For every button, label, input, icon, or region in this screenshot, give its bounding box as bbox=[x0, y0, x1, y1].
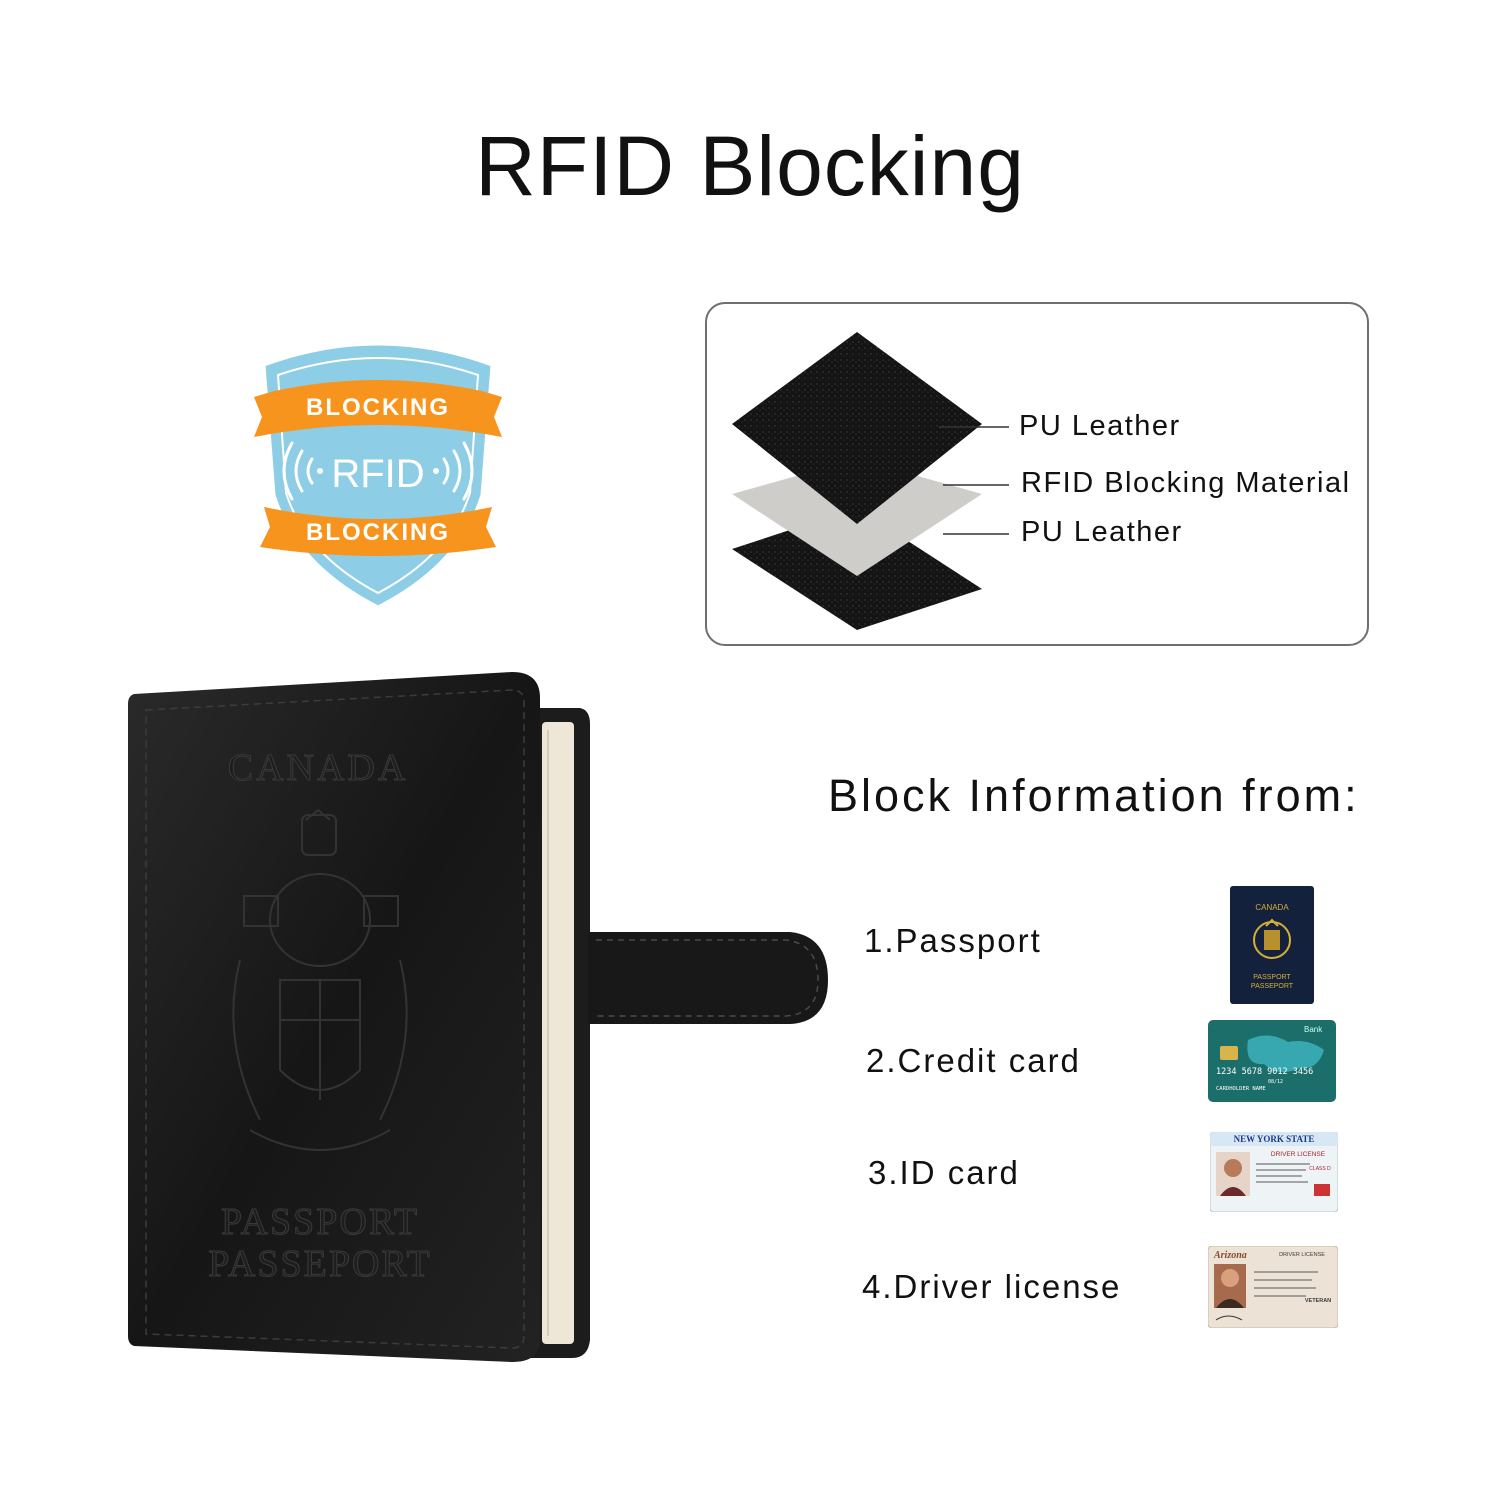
svg-text:DRIVER LICENSE: DRIVER LICENSE bbox=[1279, 1252, 1325, 1258]
wallet-line2-text: PASSEPORT bbox=[208, 1243, 431, 1285]
svg-text:VETERAN: VETERAN bbox=[1305, 1298, 1331, 1304]
svg-text:Bank: Bank bbox=[1304, 1025, 1323, 1034]
id-card-icon: NEW YORK STATE DRIVER LICENSE CLASS D bbox=[1210, 1132, 1338, 1212]
top-leather-layer bbox=[732, 332, 982, 524]
item-passport-label: 1.Passport bbox=[864, 922, 1042, 959]
svg-text:1234 5678 9012 3456: 1234 5678 9012 3456 bbox=[1216, 1067, 1313, 1077]
svg-text:PASSEPORT: PASSEPORT bbox=[1251, 983, 1294, 990]
layer-label-bottom: PU Leather bbox=[1021, 516, 1183, 548]
svg-text:PASSPORT: PASSPORT bbox=[1253, 974, 1291, 981]
svg-text:DRIVER LICENSE: DRIVER LICENSE bbox=[1271, 1151, 1326, 1158]
rfid-blocking-badge: BLOCKING RFID BLOCKING bbox=[254, 342, 502, 609]
item-driver-license-label: 4.Driver license bbox=[862, 1268, 1122, 1305]
svg-text:08/12: 08/12 bbox=[1268, 1079, 1283, 1085]
driver-license-icon: Arizona DRIVER LICENSE VETERAN bbox=[1208, 1246, 1338, 1328]
layer-label-top: PU Leather bbox=[1019, 410, 1181, 442]
svg-text:CANADA: CANADA bbox=[1255, 903, 1289, 912]
svg-text:NEW YORK STATE: NEW YORK STATE bbox=[1234, 1134, 1315, 1144]
svg-text:CLASS D: CLASS D bbox=[1309, 1166, 1331, 1172]
wallet-line1-text: PASSPORT bbox=[221, 1201, 419, 1243]
item-id-card-label: 3.ID card bbox=[868, 1154, 1020, 1191]
badge-center-text: RFID bbox=[331, 452, 424, 496]
page-title: RFID Blocking bbox=[475, 119, 1025, 213]
layer-label-middle: RFID Blocking Material bbox=[1021, 467, 1351, 499]
item-credit-card-label: 2.Credit card bbox=[866, 1042, 1081, 1079]
badge-top-text: BLOCKING bbox=[306, 394, 450, 421]
passport-wallet: CANADA PASSPORT PASSEPORT bbox=[128, 672, 828, 1362]
material-layers-diagram bbox=[732, 332, 1009, 630]
coat-of-arms-emblem bbox=[232, 808, 408, 1151]
wallet-country-text: CANADA bbox=[228, 747, 409, 789]
badge-bottom-text: BLOCKING bbox=[306, 519, 450, 546]
block-info-heading: Block Information from: bbox=[828, 770, 1360, 821]
svg-text:Arizona: Arizona bbox=[1213, 1250, 1247, 1261]
signal-waves-icon bbox=[282, 441, 474, 501]
passport-icon: CANADA PASSPORT PASSEPORT bbox=[1230, 886, 1314, 1004]
credit-card-icon: Bank 1234 5678 9012 3456 08/12 CARDHOLDE… bbox=[1208, 1020, 1336, 1102]
svg-text:CARDHOLDER NAME: CARDHOLDER NAME bbox=[1216, 1086, 1266, 1092]
material-layers-panel: PU Leather RFID Blocking Material PU Lea… bbox=[705, 302, 1369, 646]
